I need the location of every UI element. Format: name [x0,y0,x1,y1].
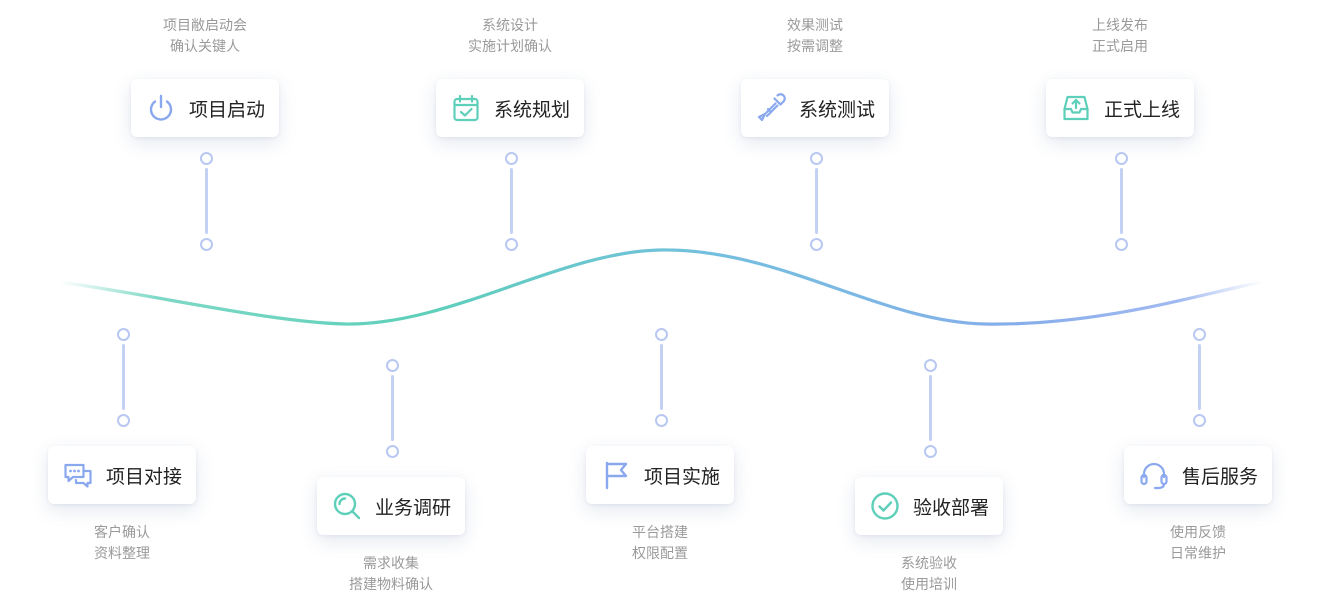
stage-card-acceptance-deployment[interactable]: 验收部署 [855,477,1003,535]
stage-description: 系统验收 使用培训 [901,554,957,596]
connector [1113,152,1129,252]
stage-title: 正式上线 [1104,98,1181,121]
wave-path [58,248,1264,326]
description-line: 资料整理 [94,546,150,562]
description-line: 正式启用 [1092,39,1148,55]
stage-card-project-kickoff[interactable]: 项目启动 [131,79,279,137]
description-line: 系统验收 [901,556,957,572]
stage-description: 平台搭建 权限配置 [632,523,688,565]
stage-title: 项目实施 [644,465,721,488]
description-line: 需求收集 [363,556,419,572]
connector [384,359,400,459]
stage-title: 售后服务 [1182,465,1259,488]
description-line: 客户确认 [94,525,150,541]
stage-title: 系统规划 [494,98,571,121]
stage-description: 效果测试 按需调整 [787,16,843,58]
description-line: 确认关键人 [170,39,240,55]
calendar-check-icon [450,92,482,124]
stage-card-after-sales-service[interactable]: 售后服务 [1124,446,1272,504]
stage-card-project-docking[interactable]: 项目对接 [48,446,196,504]
stage-title: 项目启动 [189,98,266,121]
stage-title: 业务调研 [375,496,452,519]
stage-card-system-planning[interactable]: 系统规划 [436,79,584,137]
dropper-icon [755,92,787,124]
description-line: 系统设计 [482,18,538,34]
connector [653,328,669,428]
stage-description: 客户确认 资料整理 [94,523,150,565]
description-line: 搭建物料确认 [349,577,433,593]
description-line: 日常维护 [1170,546,1226,562]
stage-card-project-implementation[interactable]: 项目实施 [586,446,734,504]
description-line: 项目敝启动会 [163,18,247,34]
check-circle-icon [869,490,901,522]
flag-icon [600,459,632,491]
stage-card-business-research[interactable]: 业务调研 [317,477,465,535]
description-line: 平台搭建 [632,525,688,541]
stage-description: 上线发布 正式启用 [1092,16,1148,58]
description-line: 按需调整 [787,39,843,55]
headset-icon [1138,459,1170,491]
connector [1191,328,1207,428]
power-icon [145,92,177,124]
search-icon [331,490,363,522]
stage-card-system-testing[interactable]: 系统测试 [741,79,889,137]
stage-title: 项目对接 [106,465,183,488]
description-line: 权限配置 [632,546,688,562]
connector [115,328,131,428]
inbox-upload-icon [1060,92,1092,124]
description-line: 使用反馈 [1170,525,1226,541]
description-line: 使用培训 [901,577,957,593]
connector [808,152,824,252]
stage-description: 需求收集 搭建物料确认 [349,554,433,596]
connector [198,152,214,252]
connector [503,152,519,252]
stage-description: 系统设计 实施计划确认 [468,16,552,58]
connector [922,359,938,459]
description-line: 上线发布 [1092,18,1148,34]
chat-bubbles-icon [62,459,94,491]
description-line: 实施计划确认 [468,39,552,55]
stage-title: 验收部署 [913,496,990,519]
stage-card-official-launch[interactable]: 正式上线 [1046,79,1194,137]
description-line: 效果测试 [787,18,843,34]
stage-title: 系统测试 [799,98,876,121]
stage-description: 项目敝启动会 确认关键人 [163,16,247,58]
stage-description: 使用反馈 日常维护 [1170,523,1226,565]
